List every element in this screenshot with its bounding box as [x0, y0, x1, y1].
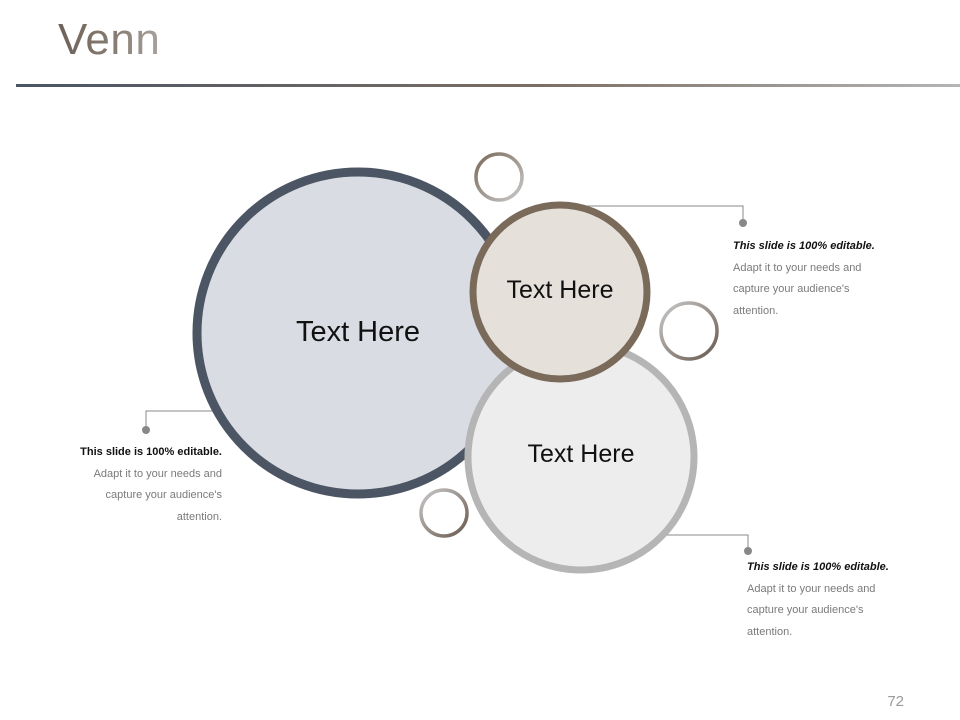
decorative-ring-top [474, 152, 524, 202]
callout-body-line: capture your audience's [105, 489, 222, 501]
callout-body-line: attention. [733, 304, 779, 317]
venn-circle-large-label: Text Here [296, 316, 420, 348]
callout-heading: This slide is 100% editable. [733, 240, 875, 252]
callout-left: This slide is 100% editable. Adapt it to… [42, 442, 222, 528]
connector-dot-right-top [739, 219, 747, 227]
callout-heading: This slide is 100% editable. [747, 561, 889, 573]
callout-body-line: capture your audience's [747, 604, 864, 616]
decorative-ring-bottom-left [419, 488, 469, 538]
slide-title: Venn [58, 15, 161, 64]
callout-body-line: capture your audience's [733, 283, 850, 295]
connector-line-left [145, 410, 237, 430]
venn-circle-top [469, 201, 651, 383]
venn-circle-bottom-label: Text Here [528, 440, 635, 468]
callout-body-line: Adapt it to your needs and [747, 582, 876, 595]
decorative-ring-right [659, 301, 719, 361]
callout-body-line: Adapt it to your needs and [93, 467, 222, 480]
connector-dot-right-bottom [744, 547, 752, 555]
callout-right-top: This slide is 100% editable. Adapt it to… [733, 236, 913, 322]
title-underline [16, 84, 960, 87]
callout-body-line: attention. [176, 510, 222, 523]
callout-right-bottom: This slide is 100% editable. Adapt it to… [747, 557, 927, 643]
callout-body-line: attention. [747, 625, 793, 638]
callout-heading: This slide is 100% editable. [80, 446, 222, 458]
connector-line-right-top [585, 205, 744, 223]
callout-connectors [142, 205, 752, 555]
page-number: 72 [887, 693, 904, 710]
connector-line-right-bottom [638, 534, 749, 551]
venn-circle-top-label: Text Here [507, 276, 614, 304]
callout-body-line: Adapt it to your needs and [733, 261, 862, 274]
connector-dot-left [142, 426, 150, 434]
